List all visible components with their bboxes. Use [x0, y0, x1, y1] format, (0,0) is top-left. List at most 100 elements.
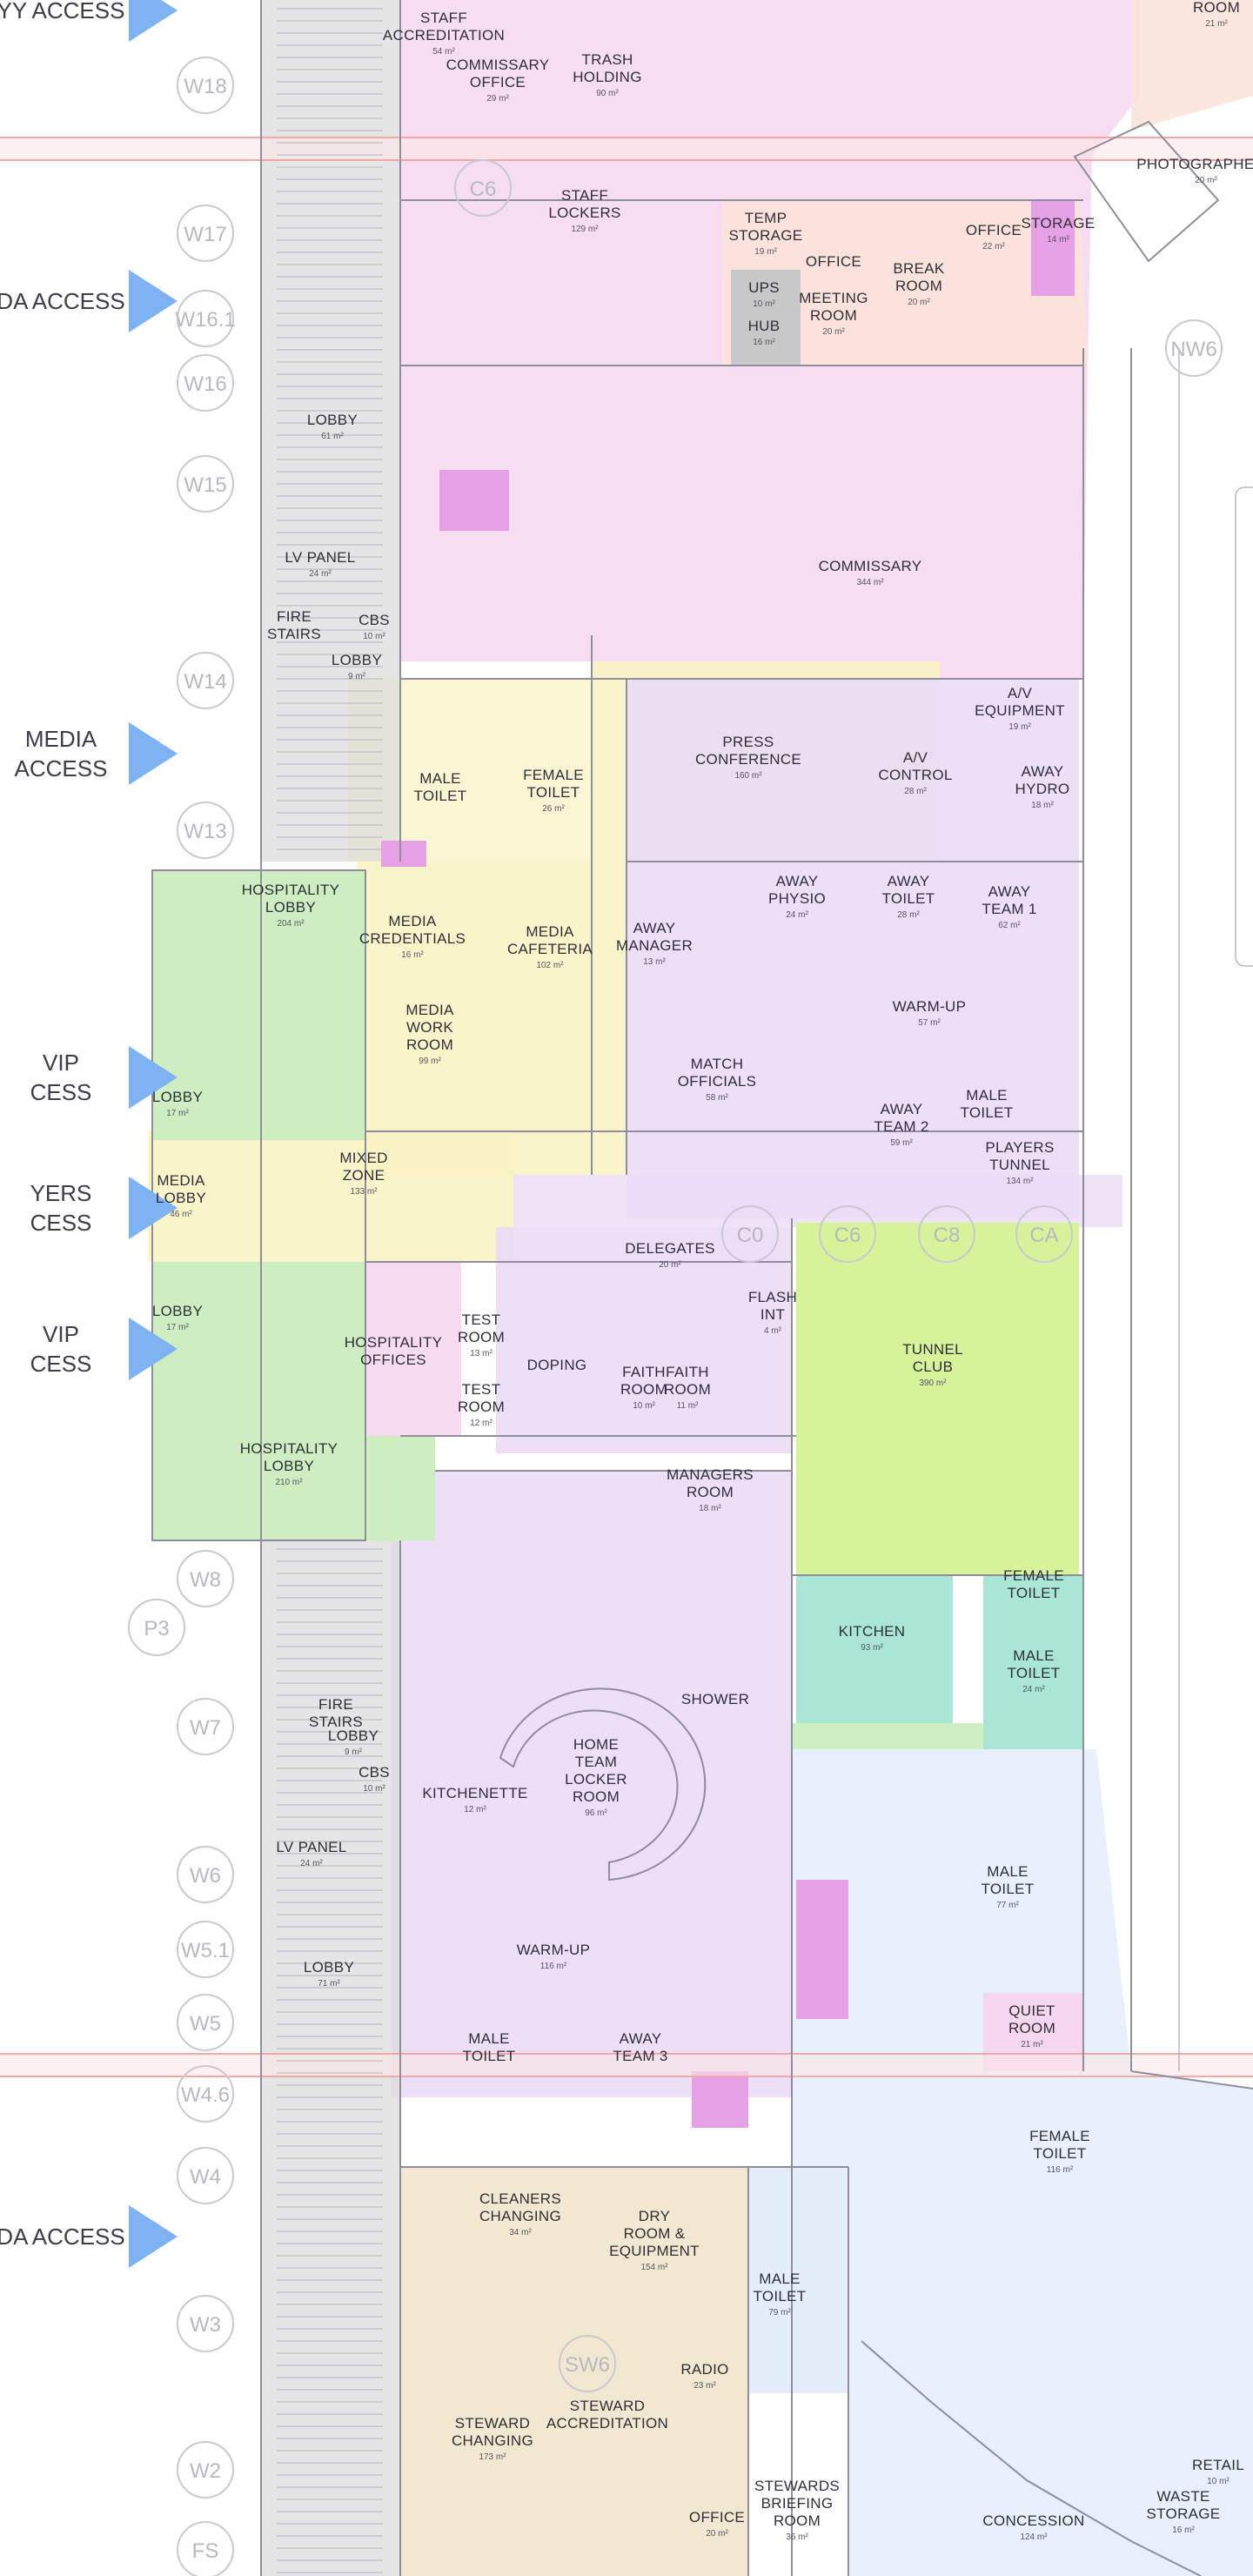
room-area: 9 m²: [348, 672, 366, 681]
room-name: HOSPITALITY: [242, 882, 340, 898]
room-area: 16 m²: [1172, 2526, 1195, 2535]
zone-yellow-mixed: [148, 1131, 513, 1262]
room-name: FIRE: [318, 1696, 353, 1713]
room-area: 26 m²: [542, 804, 565, 814]
zone-peach-service: [722, 200, 1088, 366]
grid-circle-icon: [454, 159, 512, 217]
room-name: AWAY: [633, 920, 676, 936]
grid-circle-icon: [559, 2335, 616, 2392]
room-area: 12 m²: [464, 1805, 486, 1815]
room-name: STAIRS: [309, 1714, 363, 1730]
room-name: ROOM: [687, 1484, 734, 1500]
grid-circle-icon: [721, 1205, 779, 1263]
room-name: OFFICE: [470, 74, 526, 91]
room-name: ROOM: [664, 1381, 711, 1398]
zone-fills: [148, 0, 1253, 2576]
room-area: 54 m²: [432, 47, 455, 57]
room-name: TOILET: [1007, 1665, 1060, 1681]
room-name: MANAGER: [616, 937, 693, 954]
room-name: MALE: [759, 2271, 801, 2287]
room: KITCHENETTE 12 m²: [422, 1785, 527, 1815]
room: DOPING: [527, 1357, 587, 1373]
room-area: 28 m²: [904, 787, 927, 796]
room-name: HUB: [748, 318, 781, 334]
zone-grey-ups: [731, 270, 801, 366]
room-area: 154 m²: [640, 2263, 668, 2272]
zone-pink-hospitality-offices: [365, 1262, 461, 1436]
room-area: 11 m²: [677, 1401, 699, 1411]
room-name: TOILET: [526, 784, 580, 801]
access-marker: YY ACCESS: [0, 0, 178, 42]
room-area: 20 m²: [1195, 176, 1217, 185]
room-area: 19 m²: [1008, 722, 1031, 732]
grid-label: W18: [184, 75, 226, 98]
room: OFFICE: [806, 253, 861, 270]
room-name: CONCESSION: [982, 2512, 1084, 2529]
room-name: MEDIA: [526, 923, 574, 940]
room-area: 21 m²: [1205, 19, 1228, 29]
zone-lilac-doping: [496, 1227, 792, 1453]
room-name: FLASH: [748, 1289, 797, 1305]
grid-label: W5.1: [181, 1939, 230, 1962]
room-area: 58 m²: [706, 1093, 728, 1103]
room-area: 9 m²: [345, 1748, 363, 1757]
grid-bubble: CA: [1015, 1205, 1073, 1263]
room-area: 13 m²: [643, 957, 666, 967]
access-arrow-icon: [129, 1177, 178, 1239]
grid-bubble: W3: [177, 2295, 234, 2352]
grid-label: C0: [737, 1224, 764, 1247]
grid-bubble: W4: [177, 2147, 234, 2204]
grid-circle-icon: [177, 455, 234, 513]
room-name: LOBBY: [156, 1190, 206, 1206]
grid-bubble: W7: [177, 1698, 234, 1755]
room-area: 24 m²: [300, 1859, 323, 1868]
stair-treads: [277, 8, 383, 2573]
room-name: ROOM: [573, 1788, 620, 1805]
room-area: 10 m²: [363, 632, 385, 641]
room-area: 14 m²: [1047, 235, 1069, 245]
grid-label: P3: [144, 1617, 169, 1640]
zone-blue-east: [792, 1749, 1253, 2576]
grid-bubble: C6: [819, 1205, 876, 1263]
room-name: ACCREDITATION: [546, 2415, 668, 2432]
grid-bands: [0, 137, 1253, 2077]
room-area: 29 m²: [486, 94, 509, 104]
room-name: STORAGE: [729, 227, 803, 244]
room-area: 46 m²: [170, 1210, 192, 1219]
access-label: CESS: [30, 1351, 92, 1377]
room-name: ROOM &: [624, 2225, 686, 2242]
room-area: 24 m²: [786, 910, 808, 920]
room-name: HYDRO: [1015, 781, 1070, 797]
room-area: 77 m²: [996, 1901, 1019, 1910]
grid-band-south: [0, 2054, 1253, 2076]
grid-bubble: SW6: [559, 2335, 616, 2392]
room-name: QUIET: [1008, 2002, 1055, 2019]
grid-label: FS: [192, 2539, 219, 2563]
access-arrow-icon: [129, 2205, 178, 2268]
room-name: WARM-UP: [893, 998, 967, 1015]
access-arrow-icon: [129, 1318, 178, 1380]
room-name: KITCHENETTE: [422, 1785, 527, 1801]
